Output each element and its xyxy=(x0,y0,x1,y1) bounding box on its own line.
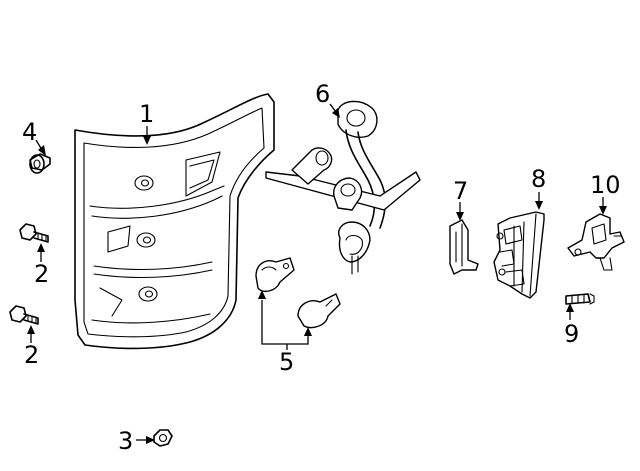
callout-10: 10 xyxy=(590,171,621,199)
callout-2-upper: 2 xyxy=(34,260,49,288)
tail-lamp-assembly xyxy=(74,93,275,350)
callout-1: 1 xyxy=(139,100,154,128)
bulb-part-5-right xyxy=(297,293,341,329)
bolt-part-2-lower xyxy=(9,305,39,325)
leader-lines xyxy=(27,103,607,444)
callout-7: 7 xyxy=(453,177,468,205)
pin-part-9 xyxy=(565,293,595,305)
callout-3: 3 xyxy=(118,427,133,455)
screw-part-4 xyxy=(29,153,51,174)
callout-2-lower: 2 xyxy=(24,341,39,369)
bulb-part-5-left xyxy=(255,257,295,293)
sensor-part-10 xyxy=(567,213,625,271)
bolt-part-2-upper xyxy=(19,223,49,243)
callout-6: 6 xyxy=(315,80,330,108)
callout-5: 5 xyxy=(279,348,294,376)
callout-9: 9 xyxy=(564,320,579,348)
wiring-harness-part-6 xyxy=(265,100,421,275)
callout-8: 8 xyxy=(531,165,546,193)
bracket-part-7 xyxy=(449,219,479,275)
callout-labels: 1 4 2 2 3 6 5 7 8 10 9 xyxy=(22,80,621,455)
module-part-8 xyxy=(493,211,545,299)
nut-part-3 xyxy=(153,429,173,447)
callout-4: 4 xyxy=(22,118,37,146)
